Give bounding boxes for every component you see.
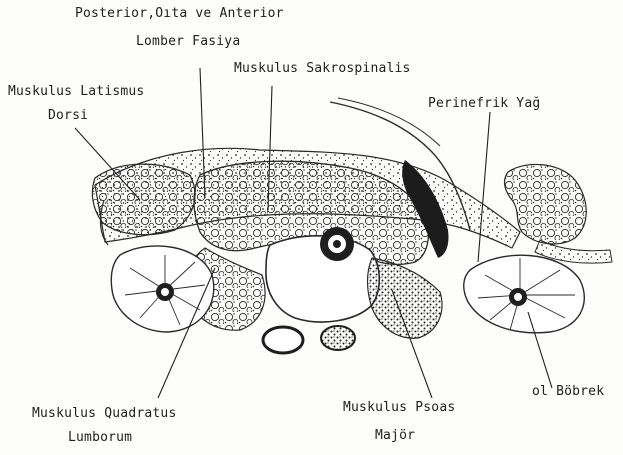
label-fascia-line1: Posterior,Oıta ve Anterior xyxy=(75,6,284,22)
vessel-left xyxy=(263,327,303,353)
leader-perirenal xyxy=(478,112,490,262)
label-fascia-line2: Lomber Fasiya xyxy=(136,34,240,50)
label-quadratus-line2: Lumborum xyxy=(68,430,132,446)
label-latissimus-line2: Dorsi xyxy=(48,108,88,124)
label-perirenal-fat: Perinefrik Yağ xyxy=(428,96,540,112)
label-psoas-line2: Majör xyxy=(375,428,415,444)
psoas-major xyxy=(368,258,442,338)
label-latissimus-line1: Muskulus Latismus xyxy=(8,84,144,100)
label-psoas-line1: Muskulus Psoas xyxy=(343,400,455,416)
label-sacrospinalis: Muskulus Sakrospinalis xyxy=(234,61,411,77)
label-quadratus-line1: Muskulus Quadratus xyxy=(32,406,176,422)
vessel-right xyxy=(321,326,355,350)
label-kidney: ol Böbrek xyxy=(532,384,604,400)
latissimus-dorsi xyxy=(92,164,195,235)
